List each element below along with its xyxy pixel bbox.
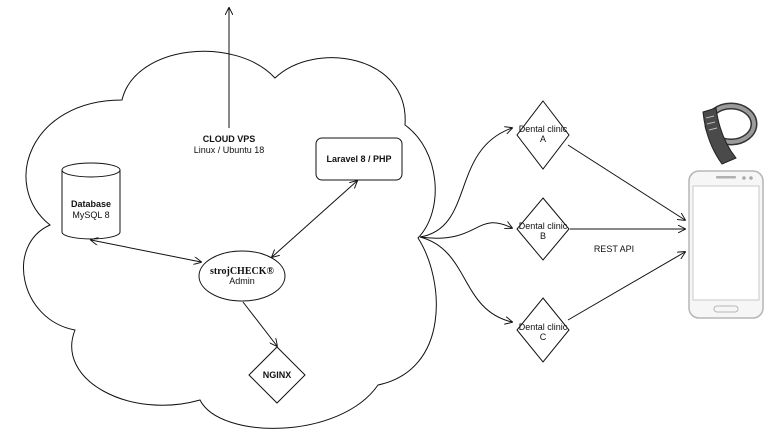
laravel-label: Laravel 8 / PHP xyxy=(326,154,391,164)
admin-node: strojCHECK® Admin xyxy=(198,250,286,302)
cloud-to-clinic-c xyxy=(419,236,512,322)
database-subtitle: MySQL 8 xyxy=(72,210,109,220)
clinic-c-line2: C xyxy=(540,332,547,342)
laravel-node: Laravel 8 / PHP xyxy=(315,137,403,181)
clinic-c-node: Dental clinic C xyxy=(516,297,570,363)
cloud-to-clinic-a xyxy=(419,128,512,238)
clinic-b-node: Dental clinic B xyxy=(516,197,570,261)
fitness-band-icon xyxy=(702,102,758,165)
clinic-a-line1: Dental clinic xyxy=(519,124,568,134)
clinic-a-line2: A xyxy=(540,134,546,144)
database-node: Database MySQL 8 xyxy=(61,162,121,240)
clinic-c-to-phone xyxy=(567,252,685,321)
cloud-shape xyxy=(23,50,437,429)
admin-laravel-link xyxy=(272,181,357,257)
admin-subtitle: Admin xyxy=(229,276,255,286)
admin-title: strojCHECK® xyxy=(210,266,274,277)
cloud-to-clinic-b xyxy=(419,223,512,239)
admin-database-link xyxy=(91,240,201,262)
cloud-title: CLOUD VPS xyxy=(203,134,256,144)
nginx-node: NGINX xyxy=(248,346,306,404)
clinic-c-line1: Dental clinic xyxy=(519,322,568,332)
cloud-subtitle: Linux / Ubuntu 18 xyxy=(194,145,265,155)
clinic-a-node: Dental clinic A xyxy=(516,100,570,170)
clinic-b-line2: B xyxy=(540,231,546,241)
database-title: Database xyxy=(71,199,111,209)
smartphone-icon xyxy=(688,170,764,319)
clinic-a-to-phone xyxy=(567,144,685,220)
clinic-b-line1: Dental clinic xyxy=(519,221,568,231)
nginx-label: NGINX xyxy=(263,370,292,380)
admin-nginx-link xyxy=(242,301,277,346)
rest-api-label: REST API xyxy=(594,244,634,254)
